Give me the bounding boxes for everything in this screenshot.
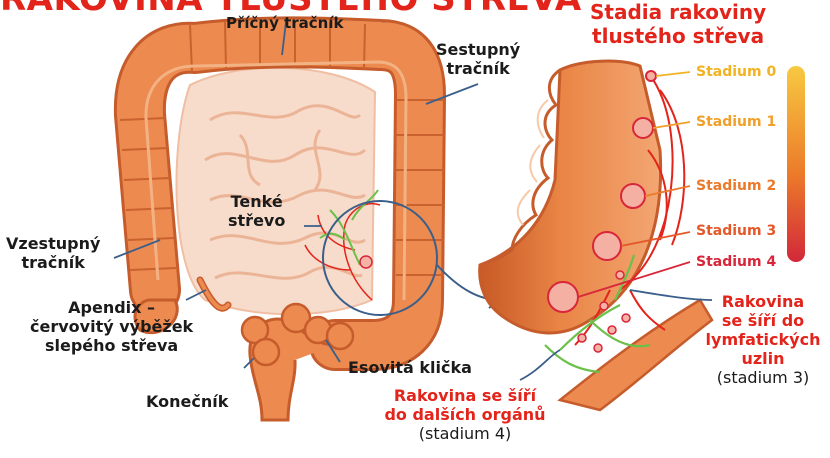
tumor-stage-3 bbox=[593, 232, 621, 260]
stage-2-label: Stadium 2 bbox=[696, 177, 776, 195]
stage-4-label: Stadium 4 bbox=[696, 253, 776, 271]
tumor-stage-2 bbox=[621, 184, 645, 208]
stage-3-label: Stadium 3 bbox=[696, 222, 776, 240]
label-sigmoid-colon: Esovitá klička bbox=[348, 358, 472, 377]
label-spread-other-organs: Rakovina se šíří do dalších orgánů (stad… bbox=[360, 386, 570, 443]
stage-1-label: Stadium 1 bbox=[696, 113, 776, 131]
stages-title: Stadia rakoviny tlustého střeva bbox=[590, 0, 766, 48]
label-rectum: Konečník bbox=[146, 392, 228, 411]
label-appendix: Apendix – červovitý výběžek slepého stře… bbox=[30, 298, 193, 355]
enlarged-colon-drawing bbox=[480, 61, 712, 410]
label-transverse-colon: Příčný tračník bbox=[226, 14, 343, 33]
tumor-stage-0 bbox=[646, 71, 656, 81]
stage-scale-bar bbox=[787, 66, 805, 262]
label-spread-lymph-nodes: Rakovina se šíří do lymfatických uzlin (… bbox=[698, 292, 828, 387]
stage-0-label: Stadium 0 bbox=[696, 63, 776, 81]
label-small-intestine: Tenké střevo bbox=[228, 192, 285, 230]
small-intestine-drawing bbox=[176, 68, 375, 315]
tumor-stage-4 bbox=[548, 282, 578, 312]
label-descending-colon: Sestupný tračník bbox=[436, 40, 520, 78]
tumor-stage-1 bbox=[633, 118, 653, 138]
label-ascending-colon: Vzestupný tračník bbox=[6, 234, 100, 272]
